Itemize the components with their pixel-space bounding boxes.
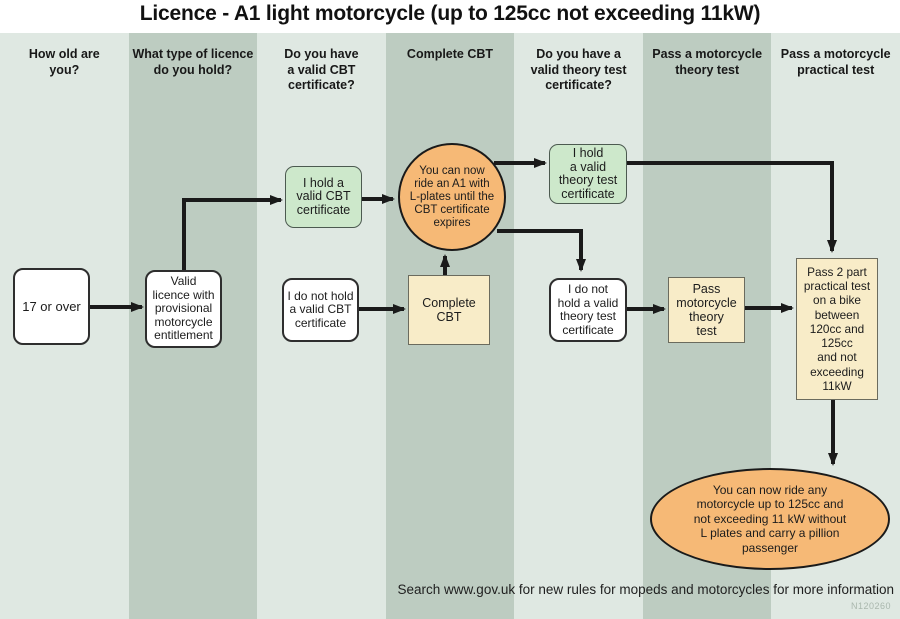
column-header-complete-cbt: Complete CBT [406,47,494,61]
node-provisional-licence: Valid licence with provisional motorcycl… [145,270,222,348]
footer-reference-number: N120260 [850,601,891,611]
node-hold-cbt-certificate: I hold a valid CBT certificate [285,166,362,228]
node-ride-any-motorcycle: You can now ride any motorcycle up to 12… [650,468,890,570]
node-ride-a1-with-lplates: You can now ride an A1 with L-plates unt… [398,143,506,251]
node-complete-cbt: Complete CBT [408,275,490,345]
node-no-theory-cert: I do not hold a valid theory test certif… [549,278,627,342]
node-pass-practical-test: Pass 2 part practical test on a bike bet… [796,258,878,400]
footer-search-note: Search www.gov.uk for new rules for mope… [397,582,894,597]
node-no-cbt-certificate: I do not hold a valid CBT certificate [282,278,359,342]
column-header-theory-test: Pass a motorcycle theory test [652,47,763,77]
column-header-licence-type: What type of licence do you hold? [132,47,254,77]
column-header-cbt-cert: Do you have a valid CBT certificate? [284,47,359,92]
column-header-practical-test: Pass a motorcycle practical test [780,47,891,77]
column-header-how-old: How old are you? [28,47,100,77]
node-pass-theory-test: Pass motorcycle theory test [668,277,745,343]
node-17-or-over: 17 or over [13,268,90,345]
page-title: Licence - A1 light motorcycle (up to 125… [139,2,761,25]
column-header-theory-cert: Do you have a valid theory test certific… [530,47,627,92]
node-hold-theory-cert: I hold a valid theory test certificate [549,144,627,204]
